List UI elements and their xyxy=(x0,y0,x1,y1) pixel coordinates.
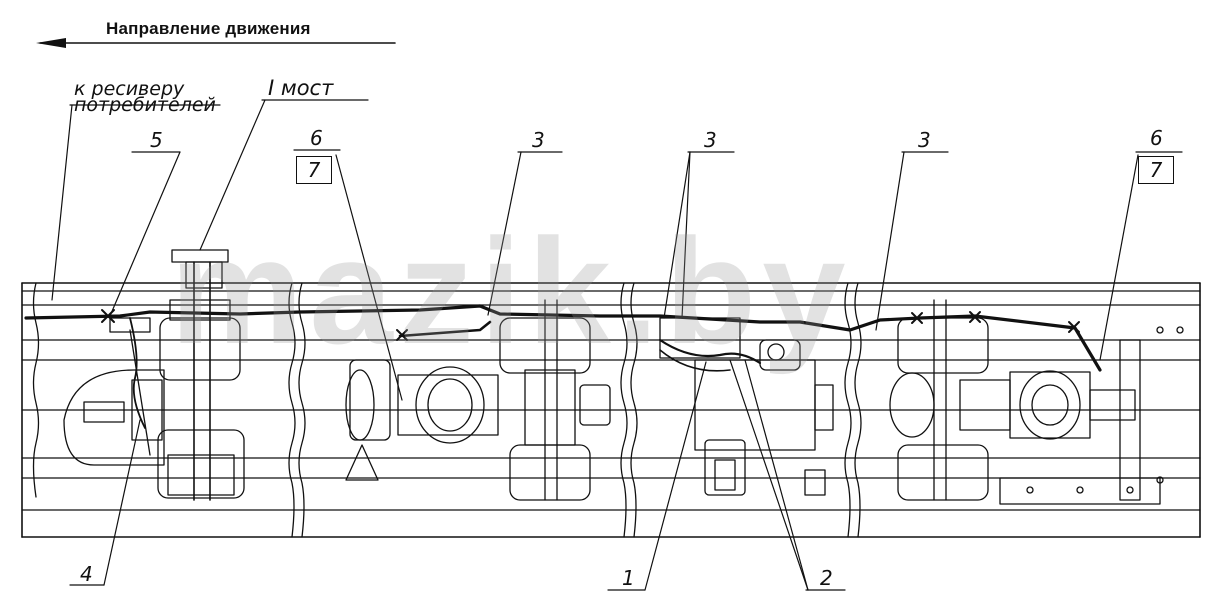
connector-markers xyxy=(101,309,1080,341)
receiver-label-line2: потребителей xyxy=(74,94,216,116)
direction-title: Направление движения xyxy=(106,19,311,38)
air-line xyxy=(24,304,1102,429)
axle-4 xyxy=(889,299,1184,505)
frame-rails xyxy=(21,282,1201,538)
callout-3-left: 3 xyxy=(532,128,545,152)
callout-7-right: 7 xyxy=(1138,156,1174,184)
axle-1 xyxy=(63,249,245,501)
axle-2 xyxy=(345,299,611,501)
leader-lines xyxy=(51,99,1183,591)
callout-3-center: 3 xyxy=(704,128,717,152)
callout-2: 2 xyxy=(820,566,833,590)
direction-arrow xyxy=(36,38,396,48)
callout-3-right: 3 xyxy=(918,128,931,152)
gearbox-section xyxy=(659,317,834,496)
first-axle-label: I мост xyxy=(268,76,334,100)
callout-7-left: 7 xyxy=(296,156,332,184)
callout-6-left: 6 xyxy=(310,126,323,150)
receiver-label-line1: к ресиверу xyxy=(74,78,185,100)
callout-1: 1 xyxy=(622,566,635,590)
callout-4: 4 xyxy=(80,562,93,586)
callout-6-right: 6 xyxy=(1150,126,1163,150)
callout-5: 5 xyxy=(150,128,163,152)
